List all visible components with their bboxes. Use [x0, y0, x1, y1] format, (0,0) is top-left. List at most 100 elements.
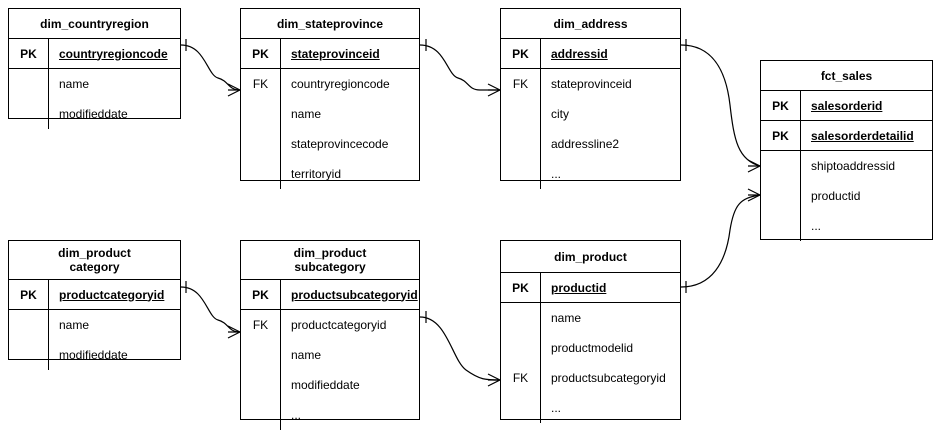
field-name: productmodelid	[551, 341, 634, 355]
field-name: stateprovinceid	[291, 46, 380, 61]
key-column: FK	[501, 69, 541, 189]
field-name: productcategoryid	[291, 318, 387, 332]
entity-dim-stateprovince[interactable]: dim_stateprovince PK stateprovinceid FK …	[240, 8, 420, 189]
key-label	[9, 340, 48, 370]
key-label	[501, 159, 540, 189]
key-label	[9, 310, 48, 340]
entity-key-row[interactable]: PK salesorderid	[761, 91, 932, 121]
entity-title: dim_address	[501, 9, 680, 39]
er-diagram-canvas: dim_countryregion PK countryregioncode n…	[8, 8, 933, 430]
key-label: PK	[9, 39, 49, 68]
entity-key-row[interactable]: PK stateprovinceid	[241, 39, 419, 69]
field-name: city	[551, 107, 569, 121]
connector-address-fctsales	[680, 39, 761, 173]
entity-key-row[interactable]: PK salesorderdetailid	[761, 121, 932, 151]
entity-key-row[interactable]: PK countryregioncode	[9, 39, 180, 69]
connector-countryregion-stateprovince	[180, 39, 241, 97]
entity-attribute-block: FK countryregioncode name stateprovincec…	[241, 69, 419, 189]
field-name: productsubcategoryid	[551, 371, 666, 385]
key-column: FK	[241, 310, 281, 430]
field-name: productcategoryid	[59, 287, 165, 302]
entity-dim-address[interactable]: dim_address PK addressid FK stateprovinc…	[500, 8, 681, 189]
entity-title: dim_countryregion	[9, 9, 180, 39]
field-name: ...	[811, 219, 822, 233]
field-name: name	[291, 348, 322, 362]
entity-title: dim_product category	[9, 241, 180, 280]
entity-attribute-block: FK productcategoryid name modifieddate .…	[241, 310, 419, 430]
connector-stateprovince-address	[419, 39, 501, 97]
key-label: PK	[9, 280, 49, 309]
entity-dim-countryregion[interactable]: dim_countryregion PK countryregioncode n…	[8, 8, 181, 129]
field-name: productid	[551, 280, 607, 295]
key-label: FK	[512, 77, 529, 91]
key-label	[501, 393, 540, 423]
field-name: ...	[291, 408, 302, 422]
field-name: countryregioncode	[59, 46, 168, 61]
field-name: name	[59, 77, 90, 91]
entity-dim-productsubcategory[interactable]: dim_product subcategory PK productsubcat…	[240, 240, 420, 430]
entity-title: dim_product subcategory	[241, 241, 419, 280]
field-name: addressline2	[551, 137, 620, 151]
field-name: addressid	[551, 46, 608, 61]
key-label: PK	[501, 39, 541, 68]
entity-attribute-block: shiptoaddressid productid ...	[761, 151, 932, 241]
field-name: territoryid	[291, 167, 342, 181]
field-name: name	[59, 318, 90, 332]
field-name: salesorderid	[811, 98, 883, 113]
key-column	[761, 151, 801, 241]
entity-title: fct_sales	[761, 61, 932, 91]
key-column	[9, 310, 49, 370]
field-name: modifieddate	[59, 107, 128, 121]
field-column: name modifieddate	[49, 69, 180, 129]
field-name: shiptoaddressid	[811, 159, 896, 173]
key-column: FK	[501, 303, 541, 423]
entity-title: dim_stateprovince	[241, 9, 419, 39]
entity-attribute-block: name modifieddate	[9, 310, 180, 370]
key-label	[501, 129, 540, 159]
field-column: name modifieddate	[49, 310, 180, 370]
key-label	[501, 333, 540, 363]
key-label	[761, 151, 800, 181]
field-column: name productmodelid productsubcategoryid…	[541, 303, 680, 423]
key-label	[241, 340, 280, 370]
entity-key-row[interactable]: PK productid	[501, 273, 680, 303]
field-name: countryregioncode	[291, 77, 390, 91]
connector-productsubcategory-product	[419, 311, 501, 387]
field-name: name	[291, 107, 322, 121]
key-column: FK	[241, 69, 281, 189]
key-label	[241, 370, 280, 400]
entity-key-row[interactable]: PK productcategoryid	[9, 280, 180, 310]
entity-attribute-block: name modifieddate	[9, 69, 180, 129]
key-label	[241, 400, 280, 430]
field-name: productid	[811, 189, 861, 203]
entity-dim-product[interactable]: dim_product PK productid FK name product…	[500, 240, 681, 423]
field-name: ...	[551, 401, 562, 415]
key-label: FK	[512, 371, 529, 385]
entity-dim-productcategory[interactable]: dim_product category PK productcategoryi…	[8, 240, 181, 370]
key-label: PK	[501, 273, 541, 302]
key-label: PK	[761, 121, 801, 150]
key-label: PK	[761, 91, 801, 120]
field-name: productsubcategoryid	[291, 287, 418, 302]
field-name: name	[551, 311, 582, 325]
field-name: stateprovinceid	[551, 77, 632, 91]
key-label: FK	[252, 318, 269, 332]
field-column: shiptoaddressid productid ...	[801, 151, 932, 241]
connector-productcategory-productsubcategory	[180, 281, 241, 339]
field-column: stateprovinceid city addressline2 ...	[541, 69, 680, 189]
field-name: stateprovincecode	[291, 137, 389, 151]
field-name: salesorderdetailid	[811, 128, 914, 143]
entity-fct-sales[interactable]: fct_sales PK salesorderid PK salesorderd…	[760, 60, 933, 241]
key-label: PK	[241, 280, 281, 309]
connector-product-fctsales	[680, 188, 761, 293]
field-name: modifieddate	[291, 378, 360, 392]
key-label: FK	[252, 77, 269, 91]
entity-key-row[interactable]: PK addressid	[501, 39, 680, 69]
key-label	[501, 303, 540, 333]
key-column	[9, 69, 49, 129]
field-name: modifieddate	[59, 348, 128, 362]
key-label	[501, 99, 540, 129]
field-column: productcategoryid name modifieddate ...	[281, 310, 419, 430]
entity-attribute-block: FK name productmodelid productsubcategor…	[501, 303, 680, 423]
entity-key-row[interactable]: PK productsubcategoryid	[241, 280, 419, 310]
